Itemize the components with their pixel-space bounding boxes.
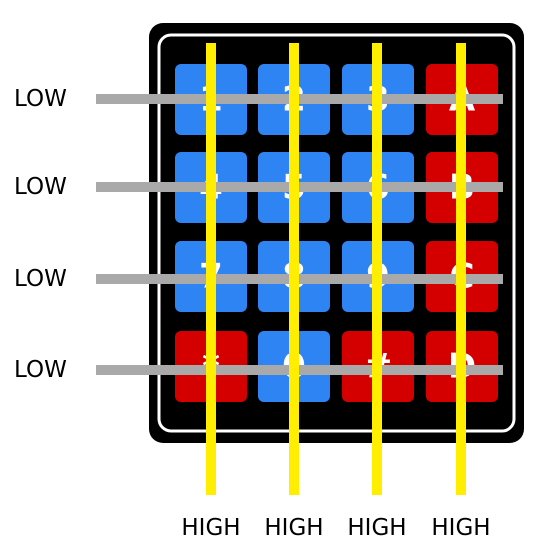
column-label-4: HIGH (431, 515, 491, 541)
column-label-1: HIGH (181, 515, 241, 541)
row-wires-layer (96, 94, 503, 375)
row-label-3: LOW (14, 266, 67, 292)
row-label-4: LOW (14, 357, 67, 383)
column-label-3: HIGH (347, 515, 407, 541)
keypad-inner-border (157, 33, 516, 433)
row-label-2: LOW (14, 174, 67, 200)
column-wires-layer (206, 43, 466, 495)
row-label-1: LOW (14, 86, 67, 112)
column-label-2: HIGH (264, 515, 324, 541)
